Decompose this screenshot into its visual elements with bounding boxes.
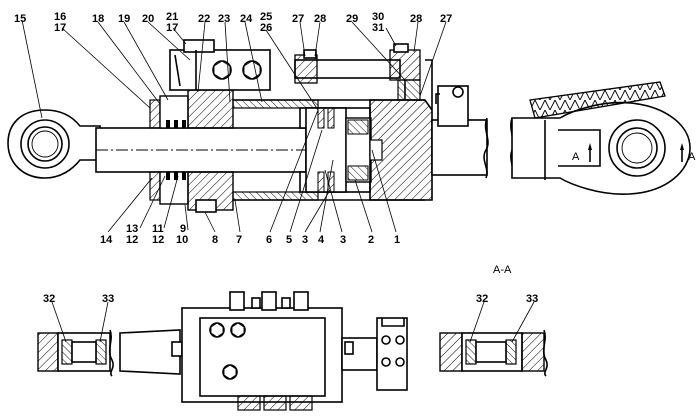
label-31: 31 xyxy=(372,22,384,34)
label-8: 8 xyxy=(212,234,218,246)
section-marker-right-text: A xyxy=(688,151,696,163)
section-marker: A A xyxy=(572,143,696,163)
section-aa-view: A-A xyxy=(439,264,548,377)
label-10: 10 xyxy=(176,234,188,246)
label-3b: 3 xyxy=(340,234,346,246)
label-33-lower: 33 xyxy=(102,293,114,305)
lower-callouts: 32 33 32 33 xyxy=(43,293,538,305)
label-33-section: 33 xyxy=(526,293,538,305)
section-marker-left-text: A xyxy=(572,151,580,163)
label-12a: 12 xyxy=(126,234,138,246)
label-32-lower: 32 xyxy=(43,293,55,305)
label-1: 1 xyxy=(394,234,400,246)
label-18: 18 xyxy=(92,13,104,25)
label-27a: 27 xyxy=(292,13,304,25)
section-title: A-A xyxy=(493,264,512,276)
label-2: 2 xyxy=(368,234,374,246)
label-28b: 28 xyxy=(410,13,422,25)
label-3a: 3 xyxy=(302,234,308,246)
bottom-leaders xyxy=(107,109,397,233)
label-16: 16 xyxy=(54,11,66,23)
rod-eye-right xyxy=(510,81,691,195)
label-9: 9 xyxy=(180,223,186,235)
label-30: 30 xyxy=(372,11,384,23)
rod-eye-left xyxy=(7,109,101,179)
label-6: 6 xyxy=(266,234,272,246)
piston xyxy=(305,107,372,193)
label-11: 11 xyxy=(152,223,164,235)
bottom-callouts: 14 13 12 11 12 9 10 8 7 6 5 3 4 3 2 1 xyxy=(100,223,400,246)
tube-segment xyxy=(431,119,488,176)
top-leaders xyxy=(21,19,447,119)
label-17a: 17 xyxy=(54,22,66,34)
label-5: 5 xyxy=(286,234,292,246)
lower-leaders xyxy=(51,301,535,343)
label-32-section: 32 xyxy=(476,293,488,305)
label-13: 13 xyxy=(126,223,138,235)
label-7: 7 xyxy=(236,234,242,246)
label-29: 29 xyxy=(346,13,358,25)
label-19: 19 xyxy=(118,13,130,25)
top-assembly-view: A A xyxy=(7,39,696,213)
top-callouts: 15 16 17 18 19 20 21 17 22 23 24 25 26 2… xyxy=(14,11,452,34)
lower-plan-view xyxy=(37,291,408,411)
label-12b: 12 xyxy=(152,234,164,246)
gland-assembly xyxy=(149,89,234,213)
label-21: 21 xyxy=(166,11,178,23)
label-14: 14 xyxy=(100,234,113,246)
label-24: 24 xyxy=(240,13,253,25)
label-15: 15 xyxy=(14,13,26,25)
label-20: 20 xyxy=(142,13,154,25)
label-4: 4 xyxy=(318,234,325,246)
label-27b: 27 xyxy=(440,13,452,25)
label-23: 23 xyxy=(218,13,230,25)
label-22: 22 xyxy=(198,13,210,25)
valve-block xyxy=(169,39,271,91)
label-28a: 28 xyxy=(314,13,326,25)
label-26: 26 xyxy=(260,22,272,34)
label-25: 25 xyxy=(260,11,272,23)
label-17b: 17 xyxy=(166,22,178,34)
